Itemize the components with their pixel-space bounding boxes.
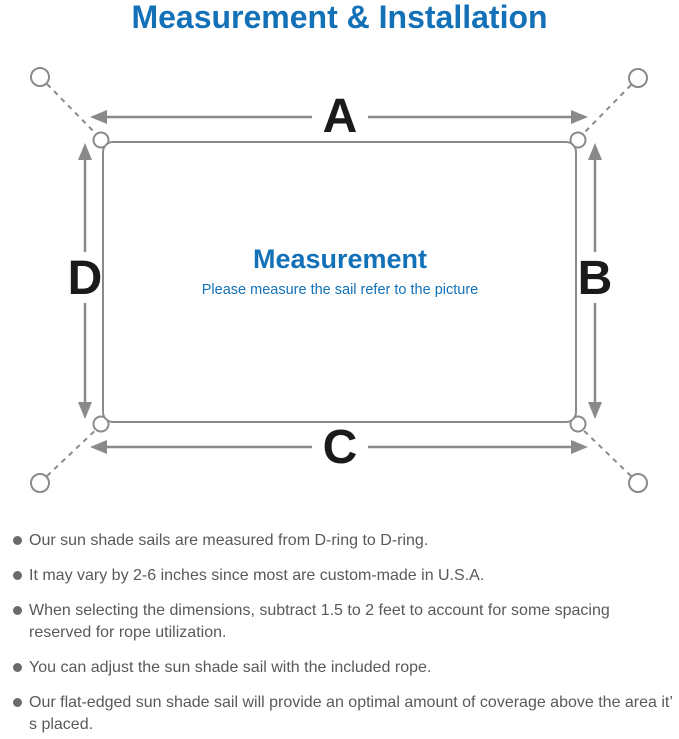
arrowhead-c-left	[90, 440, 107, 454]
list-item: Our sun shade sails are measured from D-…	[12, 530, 674, 552]
anchor-circle-bottom-right	[628, 473, 648, 493]
sail-outline	[102, 141, 577, 423]
diagram-center-subtitle: Please measure the sail refer to the pic…	[202, 282, 478, 298]
page-title: Measurement & Installation	[131, 0, 548, 35]
bullet-icon	[13, 606, 22, 615]
rope-dashed-lines	[46, 83, 632, 477]
anchor-circle-bottom-left	[30, 473, 50, 493]
arrowhead-d-down	[78, 402, 92, 419]
bullet-icon	[13, 663, 22, 672]
arrowhead-d-up	[78, 143, 92, 160]
d-ring-bottom-right	[569, 415, 587, 433]
d-ring-top-right	[569, 131, 587, 149]
d-ring-bottom-left	[92, 415, 110, 433]
note-text: When selecting the dimensions, subtract …	[29, 602, 610, 641]
note-text: You can adjust the sun shade sail with t…	[29, 659, 432, 676]
bullet-icon	[13, 536, 22, 545]
anchor-circle-top-left	[30, 67, 50, 87]
arrowhead-b-up	[588, 143, 602, 160]
bullet-icon	[13, 571, 22, 580]
list-item: When selecting the dimensions, subtract …	[12, 600, 674, 644]
bullet-icon	[13, 698, 22, 707]
dimension-label-d: D	[68, 252, 103, 305]
corner-d-rings	[92, 131, 587, 433]
rope-line-bottom-right	[577, 424, 632, 477]
rope-line-top-right	[577, 84, 632, 140]
arrowhead-c-right	[571, 440, 588, 454]
rope-line-bottom-left	[46, 424, 102, 477]
arrowhead-a-left	[90, 110, 107, 124]
dimension-label-b: B	[578, 252, 613, 305]
diagram-center-title: Measurement	[253, 244, 427, 274]
dimension-arrow-lines	[83, 115, 597, 449]
sail-measurement-diagram: A B C D Measurement Please measure the s…	[30, 67, 648, 493]
note-text: Our flat-edged sun shade sail will provi…	[29, 694, 673, 733]
dimension-arrowheads	[78, 110, 602, 454]
note-text: It may vary by 2-6 inches since most are…	[29, 567, 485, 584]
anchor-circle-top-right	[628, 68, 648, 88]
rope-line-top-left	[46, 83, 102, 140]
arrowhead-b-down	[588, 402, 602, 419]
notes-list: Our sun shade sails are measured from D-…	[12, 530, 674, 739]
d-ring-top-left	[92, 131, 110, 149]
dimension-label-a: A	[323, 90, 358, 143]
note-text: Our sun shade sails are measured from D-…	[29, 532, 429, 549]
list-item: It may vary by 2-6 inches since most are…	[12, 565, 674, 587]
dimension-label-c: C	[323, 421, 358, 474]
anchor-points	[30, 67, 648, 493]
arrowhead-a-right	[571, 110, 588, 124]
list-item: You can adjust the sun shade sail with t…	[12, 657, 674, 679]
list-item: Our flat-edged sun shade sail will provi…	[12, 692, 674, 736]
